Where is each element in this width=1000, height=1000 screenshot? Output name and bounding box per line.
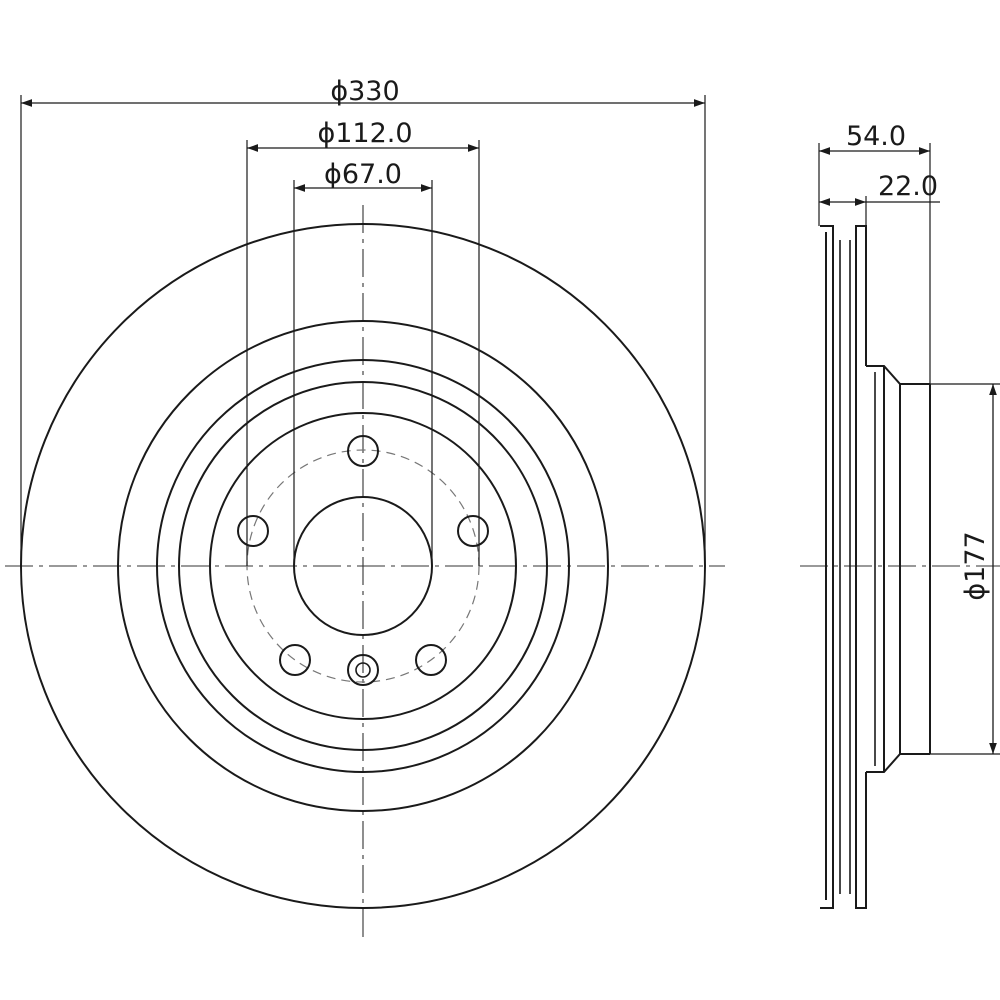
center-bore-label: ϕ67.0 <box>324 159 402 190</box>
bolt-hole <box>457 515 489 547</box>
hat-outer-ring <box>156 359 570 773</box>
hat-profile-top <box>866 365 930 385</box>
locating-screw-hole-inner <box>355 662 371 678</box>
outer-plate-top <box>820 225 834 234</box>
outer-diameter-label: ϕ330 <box>330 76 399 107</box>
inner-plate <box>855 225 867 909</box>
front-view <box>5 205 725 940</box>
locating-screw-hole <box>347 654 379 686</box>
outer-plate-bottom <box>820 900 834 909</box>
hat-face-ring <box>209 412 517 720</box>
bolt-circle-label: ϕ112.0 <box>317 118 412 149</box>
side-view <box>800 225 1000 909</box>
bolt-hole <box>347 435 379 467</box>
hat-diameter-label: ϕ177 <box>960 531 991 600</box>
hat-step-ring <box>178 381 548 751</box>
friction-ring-inner-edge <box>117 320 609 812</box>
disc-thickness-label: 22.0 <box>878 171 938 202</box>
bolt-hole <box>237 515 269 547</box>
hat-profile-bottom <box>866 753 930 773</box>
side-view-dimensions: 54.0 22.0 ϕ177 <box>818 121 1000 755</box>
bolt-hole <box>279 644 311 676</box>
bolt-hole <box>415 644 447 676</box>
overall-height-label: 54.0 <box>846 121 906 152</box>
front-view-dimensions: ϕ330 ϕ112.0 ϕ67.0 <box>20 76 706 566</box>
